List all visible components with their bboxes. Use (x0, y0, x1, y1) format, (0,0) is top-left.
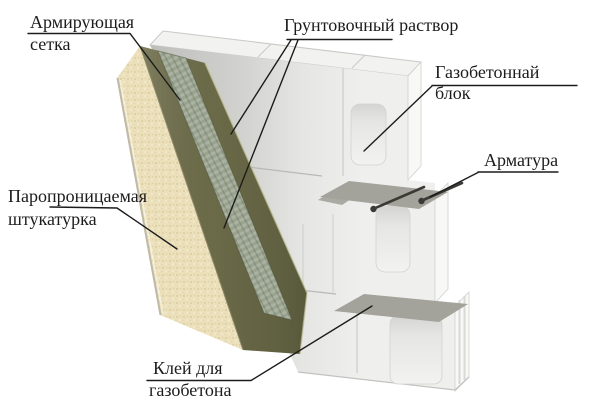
glue-bed-with-rebar (320, 181, 448, 209)
glue-joints (318, 181, 468, 322)
vertical-joint-row2 (302, 214, 334, 292)
label-reinforcing-mesh-line1: Армирующая (30, 12, 134, 32)
leader-primer-mortar (223, 38, 393, 229)
block-end-face-row2 (434, 182, 449, 305)
leader-glue (146, 305, 373, 382)
label-reinforcing-mesh-line2: сетка (30, 34, 71, 54)
rebar-rod-2 (419, 181, 464, 203)
primer-layer (140, 46, 308, 355)
leader-rebar (429, 171, 559, 198)
wall-bottom-edge (297, 371, 470, 391)
plaster-layer-group (116, 45, 244, 351)
label-aerated-block-line2: блок (435, 83, 471, 103)
primer-edge-highlight (204, 62, 308, 355)
leader-lines (27, 32, 578, 382)
label-plaster-line1: Паропроницаемая (8, 186, 147, 206)
label-aerated-block-line1: Газобетоннай (435, 62, 540, 82)
label-plaster-line2: штукатурка (8, 209, 97, 229)
rebar-rod-1 (371, 185, 426, 211)
labels: Армирующая сетка Грунтовочный раствор Га… (8, 12, 558, 400)
plaster-texture (117, 46, 243, 350)
block-grip-recess-row1 (350, 103, 387, 166)
block-grip-recess-row3 (389, 315, 443, 385)
label-rebar: Арматура (484, 150, 558, 170)
reinforcing-mesh-texture (157, 50, 293, 321)
joint-line-row1 (247, 166, 323, 177)
rebar-rods (370, 181, 464, 213)
block-end-groove-lines (458, 296, 466, 384)
label-primer-mortar: Грунтовочный раствор (284, 15, 458, 35)
leader-reinforcing-mesh (27, 32, 181, 101)
label-glue-line1: Клей для (153, 358, 223, 378)
block-end-face-row1 (407, 60, 422, 182)
label-glue-line2: газобетона (149, 380, 232, 400)
leader-plaster (49, 206, 178, 250)
block-grip-recess-row2 (375, 205, 411, 273)
plaster-left-edge (116, 77, 162, 316)
plaster-primer-boundary (139, 45, 244, 351)
rebar-rod-1-tip (370, 205, 377, 213)
block-top-face-joints (257, 43, 366, 69)
leader-aerated-block (363, 84, 578, 152)
plaster-left-edge-highlight (119, 79, 164, 315)
rebar-rod-2-tip (418, 197, 425, 205)
glue-bed-lower (334, 294, 468, 322)
